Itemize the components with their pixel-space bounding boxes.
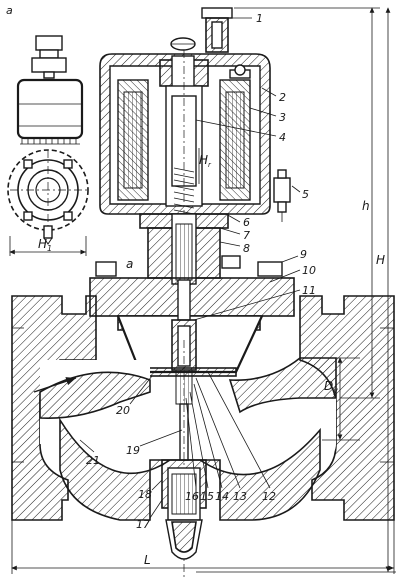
callout-leaders <box>79 17 301 519</box>
callout-19: 19 <box>126 444 140 457</box>
callout-9: 9 <box>300 248 307 261</box>
callout-1: 1 <box>256 12 263 25</box>
dimension-L: L <box>144 553 151 567</box>
dimension-a: a <box>126 257 133 271</box>
callout-18: 18 <box>138 488 152 501</box>
callout-11: 11 <box>302 284 316 297</box>
dimension-H1: H1 <box>38 237 52 253</box>
callout-5: 5 <box>302 188 309 201</box>
callout-7: 7 <box>243 229 250 242</box>
callout-14: 14 <box>215 490 229 503</box>
view-label: a <box>6 4 13 17</box>
dimension-Dy: Dy <box>324 379 338 395</box>
callout-3: 3 <box>279 111 286 124</box>
callout-numbers: 1 2 3 4 5 6 7 8 9 10 11 12 13 14 15 16 1… <box>86 12 316 531</box>
callout-17: 17 <box>136 518 150 531</box>
callout-16: 16 <box>185 490 199 503</box>
callout-6: 6 <box>243 216 250 229</box>
dimension-H: H <box>376 253 385 267</box>
callout-2: 2 <box>279 91 286 104</box>
callout-20: 20 <box>116 404 130 417</box>
callout-13: 13 <box>233 490 247 503</box>
side-housing <box>16 78 84 140</box>
callout-8: 8 <box>243 242 250 255</box>
callout-10: 10 <box>302 264 316 277</box>
dimension-Hr: Hr <box>199 153 212 169</box>
callout-21: 21 <box>86 454 100 467</box>
callout-12: 12 <box>262 490 276 503</box>
dimension-h: h <box>362 199 370 213</box>
side-view: a H1 <box>6 4 89 256</box>
callout-4: 4 <box>279 131 286 144</box>
main-section: Hr a <box>11 7 396 580</box>
callout-15: 15 <box>200 490 214 503</box>
